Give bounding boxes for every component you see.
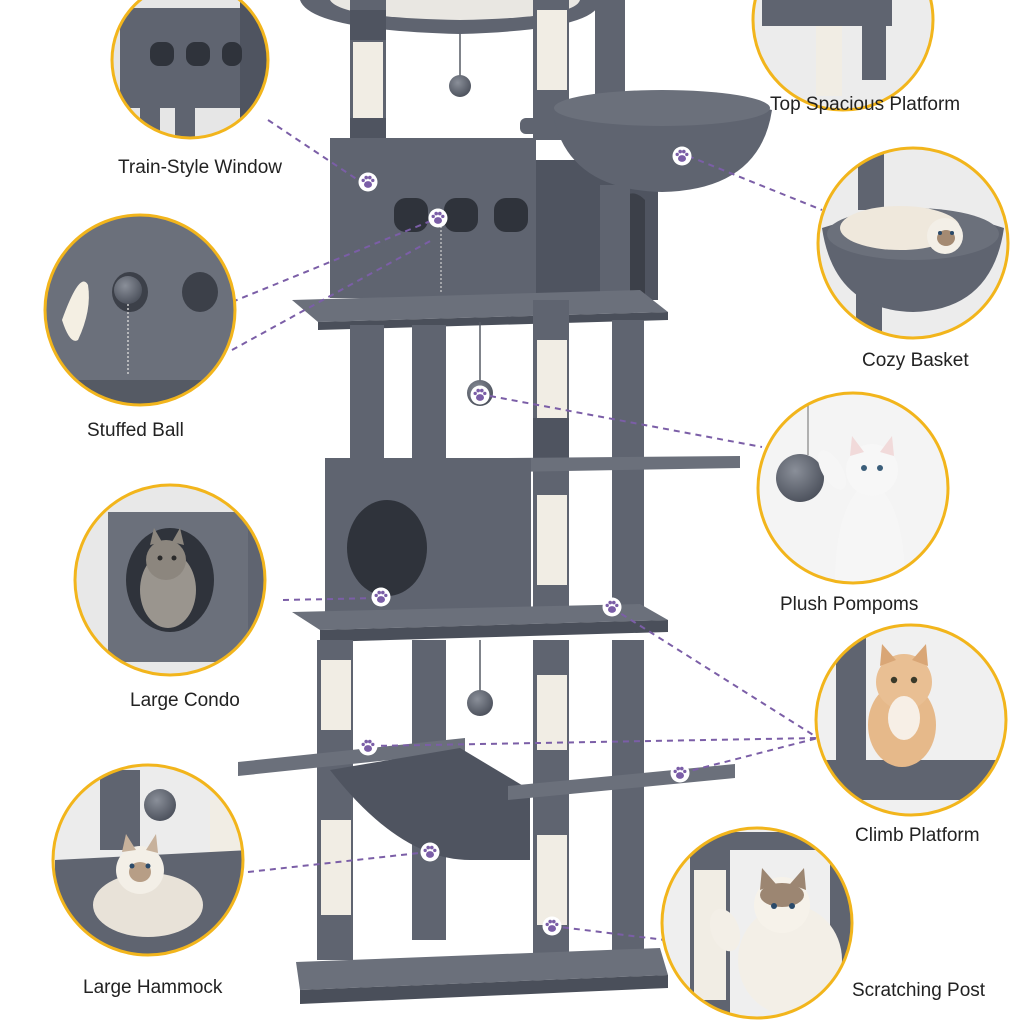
- paw-icon: [358, 172, 378, 192]
- label-scratching-post: Scratching Post: [852, 980, 986, 1001]
- label-train-window: Train-Style Window: [118, 157, 283, 178]
- label-large-condo: Large Condo: [130, 690, 240, 711]
- label-cozy-basket: Cozy Basket: [862, 350, 969, 371]
- label-large-hammock: Large Hammock: [83, 977, 223, 998]
- paw-icon: [602, 597, 622, 617]
- callout-stuffed-ball: [43, 213, 237, 407]
- cat-tree: [238, 0, 772, 1004]
- leader-lines: [231, 119, 823, 941]
- callout-cozy-basket: [816, 146, 1010, 340]
- callout-scratching-post: [660, 826, 854, 1020]
- label-plush-pompoms: Plush Pompoms: [780, 594, 919, 615]
- paw-icon: [371, 587, 391, 607]
- paw-icon: [358, 736, 378, 756]
- callout-plush-pompoms: [756, 391, 950, 585]
- callout-large-hammock: [51, 763, 245, 957]
- paw-icon: [670, 763, 690, 783]
- label-stuffed-ball: Stuffed Ball: [87, 420, 184, 441]
- label-climb-platform: Climb Platform: [855, 825, 980, 846]
- callout-climb-platform: [814, 623, 1008, 817]
- label-top-platform: Top Spacious Platform: [770, 94, 961, 115]
- paw-icon: [542, 916, 562, 936]
- paw-icon: [470, 385, 490, 405]
- paw-icon: [420, 842, 440, 862]
- callout-train-window: [110, 0, 270, 140]
- callout-large-condo: [73, 483, 267, 677]
- paw-icon: [672, 146, 692, 166]
- paw-icon: [428, 208, 448, 228]
